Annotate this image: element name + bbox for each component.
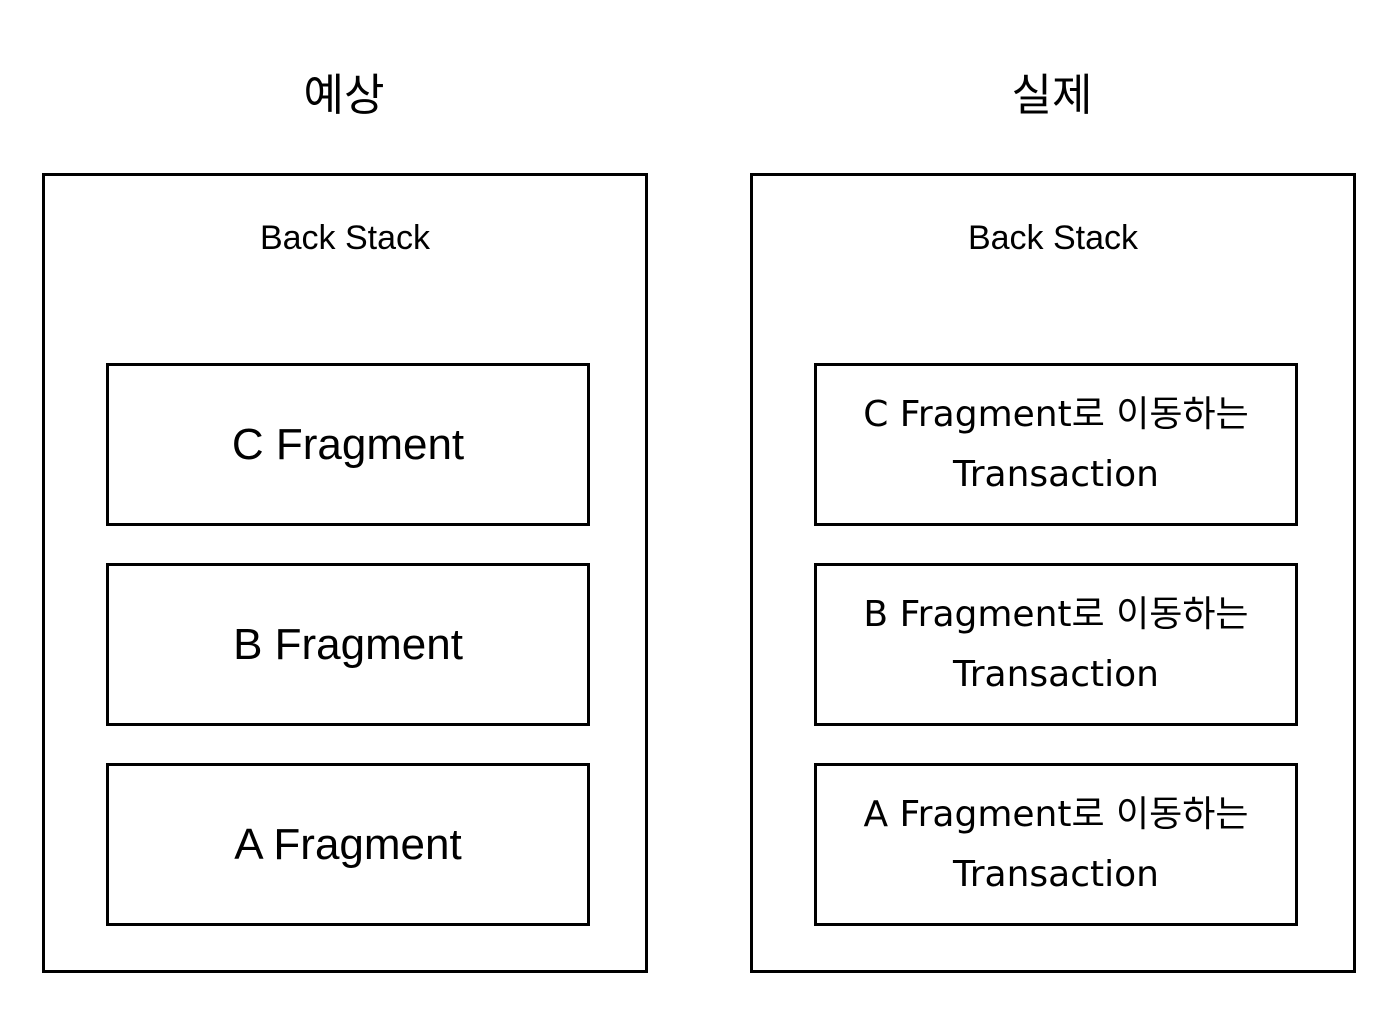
stack-item-line2: Transaction [953,653,1159,695]
stack-item-line2: Transaction [953,853,1159,895]
stack-item-label: B Fragment로 이동하는 Transaction [863,585,1248,705]
stack-item-c-fragment: C Fragment [106,363,590,526]
back-stack-label: Back Stack [967,219,1139,257]
back-stack-label: Back Stack [259,219,431,257]
stack-item-a-fragment: A Fragment [106,763,590,926]
stack-item-label: C Fragment로 이동하는 Transaction [863,385,1249,505]
stack-item-c-transaction: C Fragment로 이동하는 Transaction [814,363,1298,526]
stack-item-line1: C Fragment로 이동하는 [863,393,1249,435]
stack-item-label: B Fragment [233,619,463,669]
stack-item-line2: Transaction [953,453,1159,495]
stack-item-line1: A Fragment로 이동하는 [863,793,1249,835]
stack-item-label: A Fragment [234,819,462,869]
stack-item-b-transaction: B Fragment로 이동하는 Transaction [814,563,1298,726]
stack-item-a-transaction: A Fragment로 이동하는 Transaction [814,763,1298,926]
actual-title: 실제 [1011,70,1093,121]
stack-item-line1: B Fragment로 이동하는 [863,593,1249,635]
actual-back-stack: Back Stack C Fragment로 이동하는 Transaction … [750,173,1356,973]
expected-back-stack: Back Stack C Fragment B Fragment A Fragm… [42,173,648,973]
stack-item-label: A Fragment로 이동하는 Transaction [863,785,1248,905]
expected-title: 예상 [303,70,385,121]
stack-item-b-fragment: B Fragment [106,563,590,726]
stack-item-label: C Fragment [231,419,465,469]
